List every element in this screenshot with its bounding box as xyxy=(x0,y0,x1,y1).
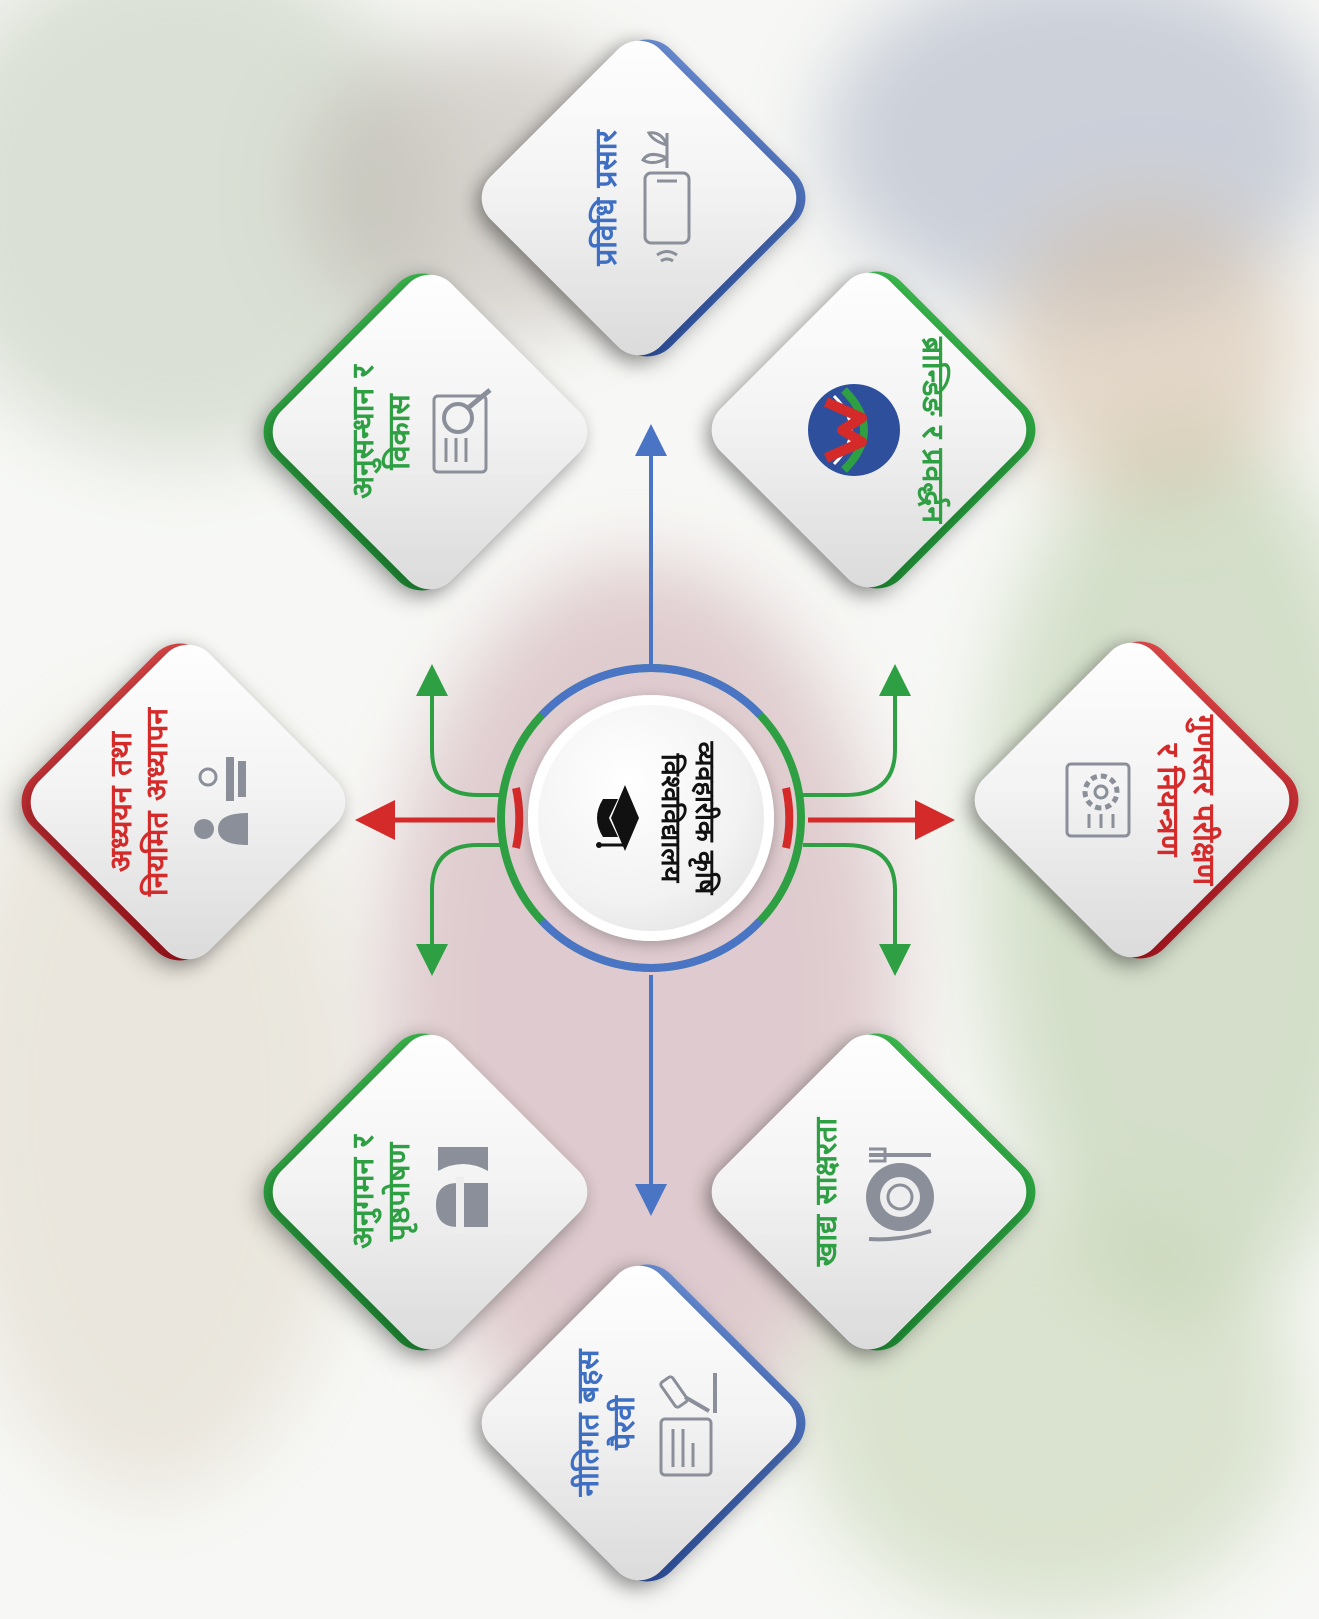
tile-study-teaching: अध्ययन तथा नियमित अध्यापन xyxy=(0,622,360,982)
tile-monitoring-feedback: अनुगमन र पृष्ठपोषण xyxy=(242,1012,602,1372)
tile-technology-extension: प्रविधि प्रसार xyxy=(467,18,827,378)
quality-check-icon xyxy=(1059,750,1139,850)
tile-label: गुणस्तर परीक्षण xyxy=(1186,714,1221,886)
tile-label: नीतिगत बहस xyxy=(571,1349,606,1497)
tile-label: अनुगमन र xyxy=(346,1135,381,1249)
tile-research-development: अनुसन्धान र विकास xyxy=(242,252,602,612)
tile-label: ब्रान्डिङ र प्रवर्द्धन xyxy=(915,336,950,524)
arrow-lower-right xyxy=(803,843,911,976)
hub-ring xyxy=(497,664,805,972)
research-document-icon xyxy=(428,382,498,482)
policy-gavel-icon xyxy=(653,1363,723,1483)
tile-label: पैरवी xyxy=(607,1396,642,1450)
supervisor-icon xyxy=(428,1137,498,1247)
food-plate-icon xyxy=(855,1137,945,1247)
tile-label: र नियन्त्रण xyxy=(1150,743,1185,857)
graduation-cap-icon xyxy=(581,783,645,853)
tile-label: विकास xyxy=(382,394,417,470)
tile-policy-advocacy: नीतिगत बहस पैरवी xyxy=(467,1243,827,1603)
plant-phone-icon xyxy=(635,123,705,273)
tile-label: नियमित अध्यापन xyxy=(140,707,175,897)
tile-branding-promotion: ब्रान्डिङ र प्रवर्द्धन xyxy=(697,250,1057,610)
hub-title-line1: व्यवहारीक कृषि xyxy=(689,741,720,895)
tile-label: अनुसन्धान र xyxy=(346,365,381,499)
tile-label: पृष्ठपोषण xyxy=(382,1142,417,1242)
teacher-icon xyxy=(186,747,256,857)
brand-logo-icon xyxy=(804,380,904,480)
tile-label: प्रविधि प्रसार xyxy=(589,130,624,266)
center-hub: व्यवहारीक कृषि विश्वविद्यालय xyxy=(486,653,816,983)
tile-quality-control: गुणस्तर परीक्षण र नियन्त्रण xyxy=(960,620,1319,980)
tile-food-literacy: खाद्य साक्षरता xyxy=(697,1012,1057,1372)
tile-label: अध्ययन तथा xyxy=(104,731,139,873)
hub-title-line2: विश्वविद्यालय xyxy=(655,753,686,883)
arrow-upper-right xyxy=(803,664,911,797)
